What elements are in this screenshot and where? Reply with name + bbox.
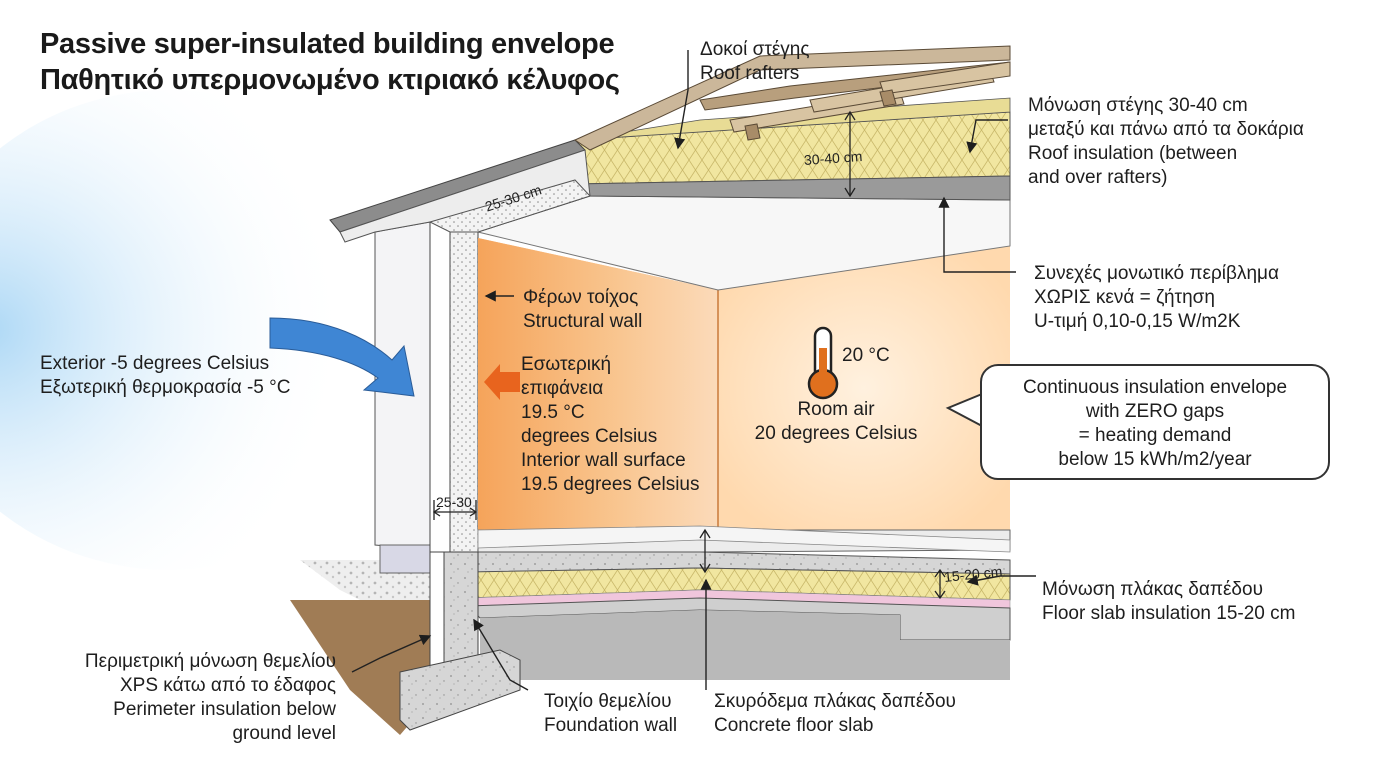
roof-insulation-line-2: μεταξύ και πάνω από τα δοκάρια [1028, 119, 1304, 140]
roof-rafters-label: Δοκοί στέγης Roof rafters [700, 38, 810, 86]
continuous-envelope-label: Συνεχές μονωτικό περίβλημα ΧΩΡΙΣ κενά = … [1034, 262, 1279, 334]
callout-pointer [945, 393, 983, 427]
perimeter-insulation-label: Περιμετρική μόνωση θεμελίου XPS κάτω από… [40, 650, 336, 746]
envelope-line-1: Συνεχές μονωτικό περίβλημα [1034, 263, 1279, 284]
title-english: Passive super-insulated building envelop… [40, 28, 615, 60]
structural-wall-gr: Φέρων τοίχος [523, 287, 639, 308]
interior-left-wall-shade [478, 238, 718, 530]
floor-insulation-gr: Μόνωση πλάκας δαπέδου [1042, 579, 1263, 600]
concrete-slab-gr: Σκυρόδεμα πλάκας δαπέδου [714, 691, 956, 712]
foundation-wall-en: Foundation wall [544, 715, 678, 736]
concrete-slab-label: Σκυρόδεμα πλάκας δαπέδου Concrete floor … [714, 690, 956, 738]
thermometer-icon [807, 326, 839, 400]
concrete-slab-en: Concrete floor slab [714, 715, 874, 736]
perimeter-line-1: Περιμετρική μόνωση θεμελίου [84, 651, 336, 672]
foundation-wall [443, 551, 479, 679]
title-greek: Παθητικό υπερμονωμένο κτιριακό κέλυφος [40, 64, 620, 96]
roof-insulation-line-1: Μόνωση στέγης 30-40 cm [1028, 95, 1248, 116]
interior-surface-line-5: Interior wall surface [521, 450, 686, 471]
floor-insulation-en: Floor slab insulation 15-20 cm [1042, 603, 1296, 624]
floor-top-plane [477, 525, 1011, 553]
heat-arrow [484, 364, 520, 400]
interior-surface-line-6: 19.5 degrees Celsius [521, 474, 700, 495]
exterior-gr: Εξωτερική θερμοκρασία -5 °C [40, 377, 291, 398]
callout-line-3: = heating demand [1078, 425, 1232, 446]
exterior-temperature-label: Exterior -5 degrees Celsius Εξωτερική θε… [40, 352, 290, 400]
envelope-line-3: U-τιμή 0,10-0,15 W/m2K [1034, 311, 1241, 332]
interior-surface-line-4: degrees Celsius [521, 426, 658, 447]
roof-insulation-line-4: and over rafters) [1028, 167, 1168, 188]
wall-top-insulation [428, 179, 591, 233]
leader-lines [351, 50, 1036, 691]
cold-air-area [0, 90, 430, 570]
callout-line-2: with ZERO gaps [1085, 401, 1225, 422]
interior-back-wall [718, 246, 1010, 530]
roof-insulation-label: Μόνωση στέγης 30-40 cm μεταξύ και πάνω α… [1028, 94, 1304, 190]
cold-air-arrow [269, 317, 415, 397]
foundation-wall-gr: Τοιχίο θεμελίου [544, 691, 672, 712]
exterior-en: Exterior -5 degrees Celsius [40, 353, 270, 374]
roof-rafters-label-gr: Δοκοί στέγης [700, 39, 810, 60]
room-temperature: 20 °C [842, 345, 890, 366]
wall-insulation-layer [429, 221, 451, 563]
diagram-title: Passive super-insulated building envelop… [40, 26, 620, 98]
roof-rafters-label-en: Roof rafters [700, 63, 800, 84]
perimeter-line-4: ground level [232, 723, 336, 744]
wall-bottom-dimension: 25-30 [436, 494, 472, 510]
room-air-line-1: Room air [797, 399, 875, 420]
room-air-label: Room air 20 degrees Celsius [748, 398, 924, 446]
dimension-markers [432, 110, 946, 600]
roof-rafters [573, 45, 1011, 151]
foundation-wall-label: Τοιχίο θεμελίου Foundation wall [544, 690, 677, 738]
callout-line-4: below 15 kWh/m2/year [1058, 449, 1252, 470]
perimeter-line-2: XPS κάτω από το έδαφος [120, 675, 336, 696]
foundation-footing [399, 649, 521, 731]
ground-below-slab [480, 610, 1010, 680]
floor-insulation-label: Μόνωση πλάκας δαπέδου Floor slab insulat… [1042, 578, 1295, 626]
callout-line-1: Continuous insulation envelope [1022, 377, 1288, 398]
envelope-callout: Continuous insulation envelope with ZERO… [980, 364, 1330, 480]
interior-surface-line-3: 19.5 °C [521, 402, 585, 423]
envelope-line-2: ΧΩΡΙΣ κενά = ζήτηση [1034, 287, 1215, 308]
perimeter-insulation-xps [429, 551, 445, 673]
roof-insulation-line-3: Roof insulation (between [1028, 143, 1238, 164]
structural-wall-label: Φέρων τοίχος Structural wall [523, 286, 642, 334]
structural-wall-en: Structural wall [523, 311, 643, 332]
interior-surface-line-2: επιφάνεια [521, 378, 604, 399]
interior-surface-line-1: Εσωτερική [521, 354, 612, 375]
interior-surface-label: Εσωτερική επιφάνεια 19.5 °C degrees Cels… [521, 353, 700, 497]
wall-structure-layer [449, 231, 479, 563]
room-air-line-2: 20 degrees Celsius [754, 423, 918, 444]
perimeter-line-3: Perimeter insulation below [113, 699, 336, 720]
